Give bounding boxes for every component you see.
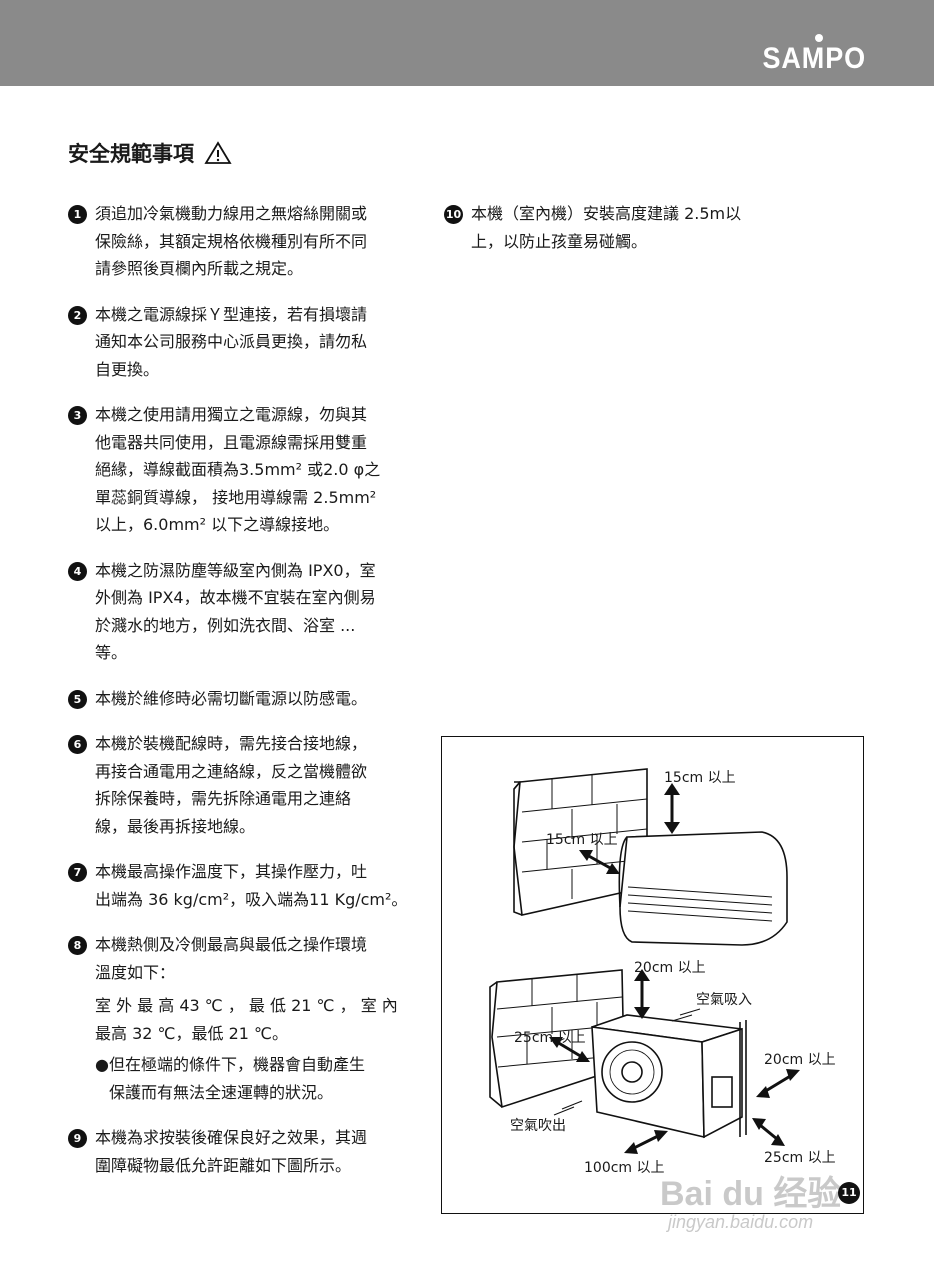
- item-line: 再接合通電用之連絡線，反之當機體欲: [95, 761, 368, 781]
- item-number-badge: 7: [68, 863, 87, 882]
- item-number-badge: 9: [68, 1129, 87, 1148]
- item-line: 本機最高操作溫度下，其操作壓力，吐: [95, 862, 368, 881]
- item-number-badge: 2: [68, 305, 87, 325]
- watermark-logo: Bai du 经验: [660, 1175, 842, 1213]
- item-line: 本機之使用請用獨立之電源線，勿與其: [95, 405, 368, 424]
- safety-item-8: 8 本機熱側及冷側最高與最低之操作環境溫度如下： 室 外 最 高 43 ℃ ， 最 …: [68, 931, 413, 1106]
- item-line: 外側為 IPX4，故本機不宜裝在室內側易: [95, 588, 376, 607]
- item-line: 他電器共同使用，且電源線需採用雙重: [95, 432, 368, 452]
- item-text: 本機於裝機配線時，需先接合接地線， 再接合通電用之連絡線，反之當機體欲拆除保養時，…: [95, 730, 413, 840]
- label-indoor-top: 15cm 以上: [664, 770, 736, 786]
- item-line: 溫度如下：: [95, 962, 176, 982]
- item-line: 請參照後頁欄內所載之規定。: [95, 259, 304, 278]
- sampo-logo: SAMPO: [762, 42, 866, 75]
- bullet-text: 但在極端的條件下，機器會自動產生保護而有無法全速運轉的狀況。: [109, 1051, 365, 1106]
- item-line: 線，最後再拆接地線。: [95, 816, 256, 836]
- label-outdoor-left: 25cm 以上: [514, 1030, 586, 1046]
- item-text: 本機之防濕防塵等級室內側為 IPX0，室外側為 IPX4，故本機不宜裝在室內側易…: [95, 557, 413, 667]
- bullet-dot-icon: ●: [95, 1055, 109, 1074]
- safety-item-1: 1 須追加冷氣機動力線用之無熔絲開關或保險絲，其額定規格依機種別有所不同請參照後頁…: [68, 200, 413, 283]
- item-number-badge: 1: [68, 205, 87, 224]
- item-line: 上，以防止孩童易碰觸。: [471, 231, 648, 251]
- left-column: 1 須追加冷氣機動力線用之無熔絲開關或保險絲，其額定規格依機種別有所不同請參照後頁…: [68, 200, 413, 1197]
- label-outdoor-top: 20cm 以上: [634, 960, 706, 976]
- safety-item-3: 3 本機之使用請用獨立之電源線，勿與其他電器共同使用，且電源線需採用雙重絕緣，導線…: [68, 401, 413, 539]
- safety-item-6: 6 本機於裝機配線時，需先接合接地線， 再接合通電用之連絡線，反之當機體欲拆除保養時…: [68, 730, 413, 840]
- temperature-note: 室 外 最 高 43 ℃ ， 最 低 21 ℃ ， 室 內最高 32 ℃，最低 …: [95, 992, 413, 1047]
- item-line: 以上，6.0mm² 以下之導線接地。: [95, 515, 340, 534]
- label-outdoor-right: 20cm 以上: [764, 1052, 836, 1068]
- label-outdoor-front: 100cm 以上: [584, 1160, 665, 1176]
- label-air-in: 空氣吸入: [696, 992, 752, 1008]
- item-number-badge: 3: [68, 406, 87, 425]
- bullet-note: ●但在極端的條件下，機器會自動產生保護而有無法全速運轉的狀況。: [95, 1051, 413, 1106]
- item-text: 須追加冷氣機動力線用之無熔絲開關或保險絲，其額定規格依機種別有所不同請參照後頁欄…: [95, 200, 413, 283]
- safety-item-7: 7 本機最高操作溫度下，其操作壓力，吐出端為 36 kg/cm²，吸入端為11 K…: [68, 858, 413, 913]
- item-text: 本機之使用請用獨立之電源線，勿與其他電器共同使用，且電源線需採用雙重絕緣，導線截…: [95, 401, 413, 539]
- item-line: 拆除保養時，需先拆除通電用之連絡: [95, 789, 352, 808]
- item-line: 本機熱側及冷側最高與最低之操作環境: [95, 935, 368, 954]
- title-text: 安全規範事項: [68, 142, 194, 166]
- item-number-badge: 4: [68, 561, 87, 581]
- safety-item-10: 10 本機（室內機）安裝高度建議 2.5m以上，以防止孩童易碰觸。: [444, 200, 789, 255]
- watermark-url: jingyan.baidu.com: [668, 1212, 814, 1232]
- item-text: 本機為求按裝後確保良好之效果，其週圍障礙物最低允許距離如下圖所示。: [95, 1124, 413, 1179]
- item-line: 絕緣，導線截面積為3.5mm² 或2.0 φ之: [95, 460, 381, 479]
- item-line: 出端為 36 kg/cm²，吸入端為11 Kg/cm²。: [95, 889, 408, 909]
- item-line: 本機（室內機）安裝高度建議 2.5m以: [471, 204, 742, 223]
- item-line: 保險絲，其額定規格依機種別有所不同: [95, 231, 368, 251]
- item-text: 本機之電源線採Ｙ型連接，若有損壞請通知本公司服務中心派員更換，請勿私自更換。: [95, 301, 413, 384]
- item-line: 本機之電源線採Ｙ型連接，若有損壞請: [95, 304, 368, 324]
- logo-dot: [815, 34, 823, 42]
- bullet-line: 保護而有無法全速運轉的狀況。: [109, 1082, 334, 1102]
- bullet-line: 但在極端的條件下，機器會自動產生: [109, 1055, 366, 1074]
- item-text: 本機（室內機）安裝高度建議 2.5m以上，以防止孩童易碰觸。: [471, 200, 789, 255]
- page-title: 安全規範事項: [68, 138, 232, 168]
- safety-item-5: 5 本機於維修時必需切斷電源以防感電。: [68, 685, 413, 713]
- item-text: 本機最高操作溫度下，其操作壓力，吐出端為 36 kg/cm²，吸入端為11 Kg…: [95, 858, 413, 913]
- item-line: 本機之防濕防塵等級室內側為 IPX0，室: [95, 560, 376, 580]
- clearance-diagram: 15cm 以上 15cm 以上 20cm 以上 空氣吸入 25cm 以上 20c…: [441, 736, 864, 1214]
- safety-item-4: 4 本機之防濕防塵等級室內側為 IPX0，室外側為 IPX4，故本機不宜裝在室內側…: [68, 557, 413, 667]
- safety-item-9: 9 本機為求按裝後確保良好之效果，其週圍障礙物最低允許距離如下圖所示。: [68, 1124, 413, 1179]
- item-line: 於濺水的地方，例如洗衣間、浴室 ...: [95, 615, 356, 635]
- right-column: 10 本機（室內機）安裝高度建議 2.5m以上，以防止孩童易碰觸。: [444, 200, 789, 273]
- temperature-line: 最高 32 ℃，最低 21 ℃。: [95, 1023, 289, 1043]
- item-number-badge: 6: [68, 735, 87, 754]
- item-number-badge: 5: [68, 689, 87, 709]
- item-line: 圍障礙物最低允許距離如下圖所示。: [95, 1155, 352, 1175]
- item-line: 自更換。: [95, 359, 160, 379]
- label-outdoor-back: 25cm 以上: [764, 1150, 836, 1166]
- clearance-diagram-drawing: [489, 768, 800, 1154]
- page-header: SAMPO: [0, 0, 934, 86]
- temperature-line: 室 外 最 高 43 ℃ ， 最 低 21 ℃ ， 室 內: [95, 996, 398, 1015]
- warning-icon: [204, 141, 232, 164]
- label-air-out: 空氣吹出: [510, 1118, 566, 1134]
- item-text: 本機於維修時必需切斷電源以防感電。: [95, 685, 413, 713]
- page-number: 11: [838, 1182, 860, 1204]
- item-number-badge: 8: [68, 936, 87, 955]
- item-line: 等。: [95, 643, 128, 662]
- item-line: 單蕊銅質導線， 接地用導線需 2.5mm²: [95, 487, 377, 507]
- item-number-badge: 10: [444, 205, 463, 224]
- item-line: 本機於裝機配線時，需先接合接地線，: [95, 734, 368, 753]
- item-line: 本機為求按裝後確保良好之效果，其週: [95, 1128, 368, 1147]
- safety-item-2: 2 本機之電源線採Ｙ型連接，若有損壞請通知本公司服務中心派員更換，請勿私自更換。: [68, 301, 413, 384]
- item-text: 本機熱側及冷側最高與最低之操作環境溫度如下： 室 外 最 高 43 ℃ ， 最 低…: [95, 931, 413, 1106]
- label-indoor-side: 15cm 以上: [546, 832, 618, 848]
- item-line: 通知本公司服務中心派員更換，請勿私: [95, 332, 368, 351]
- item-line: 須追加冷氣機動力線用之無熔絲開關或: [95, 204, 368, 223]
- item-line: 本機於維修時必需切斷電源以防感電。: [95, 688, 368, 708]
